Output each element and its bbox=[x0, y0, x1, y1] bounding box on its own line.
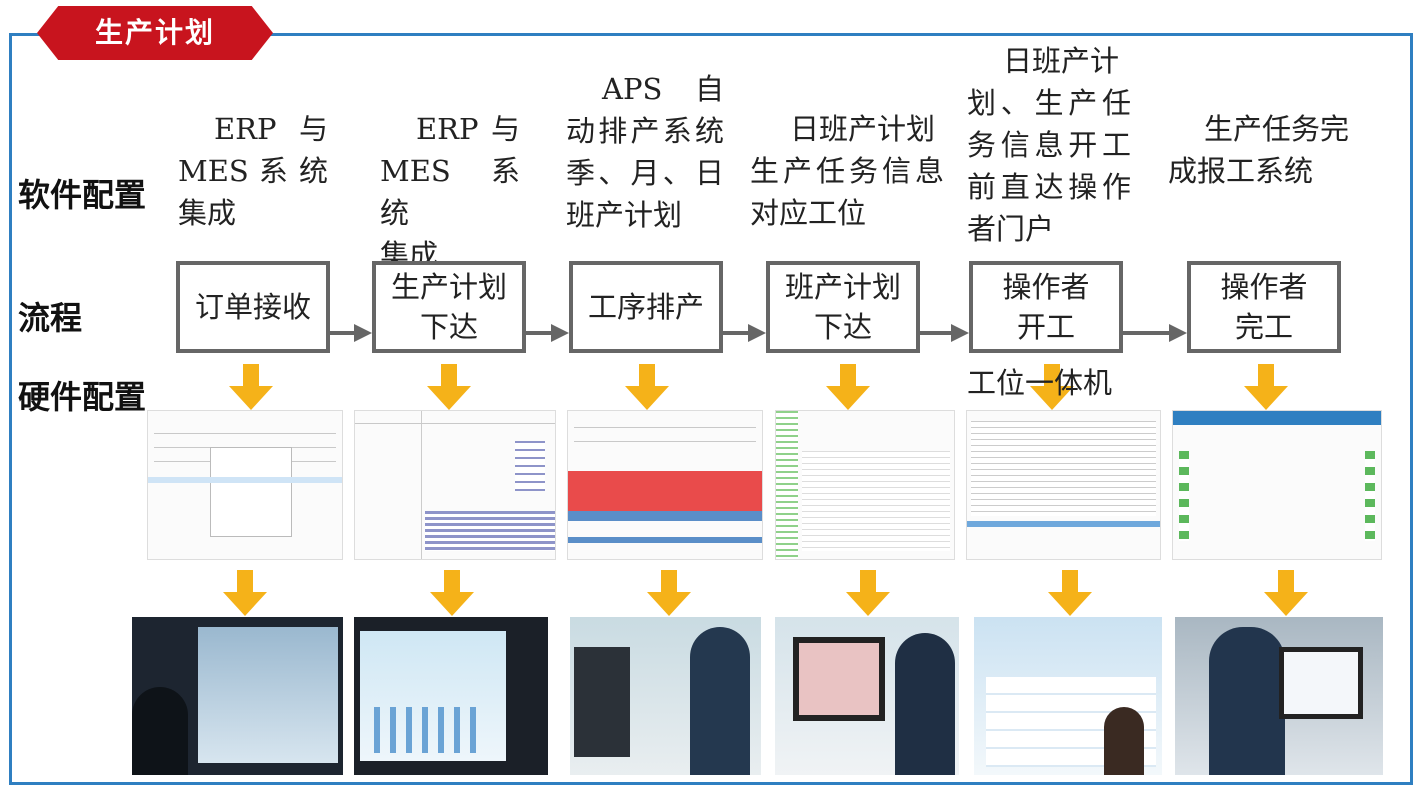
hardware-photo-5 bbox=[974, 617, 1162, 775]
process-step-3: 工序排产 bbox=[569, 261, 723, 353]
arrow-down-icon bbox=[430, 570, 474, 616]
software-screenshot-1 bbox=[147, 410, 343, 560]
hardware-photo-1 bbox=[132, 617, 343, 775]
software-screenshot-6 bbox=[1172, 410, 1382, 560]
software-screenshot-3 bbox=[567, 410, 763, 560]
arrow-down-icon bbox=[1264, 570, 1308, 616]
hardware-photo-2 bbox=[354, 617, 548, 775]
process-step-6: 操作者完工 bbox=[1187, 261, 1341, 353]
software-text-6: 生产任务完成报工系统 bbox=[1168, 112, 1350, 188]
software-text-4: 日班产计划生产任务信息对应工位 bbox=[750, 112, 944, 230]
software-text-5: 日班产计划、生产任务信息开工前直达操作者门户 bbox=[967, 44, 1131, 246]
arrow-right-icon bbox=[723, 324, 766, 342]
process-step-4: 班产计划下达 bbox=[766, 261, 920, 353]
arrow-down-icon bbox=[846, 570, 890, 616]
software-text-3: APS 自动排产系统季、月、日班产计划 bbox=[566, 72, 724, 232]
row-label-process: 流程 bbox=[18, 299, 83, 337]
hardware-photo-6 bbox=[1175, 617, 1383, 775]
arrow-right-icon bbox=[1123, 324, 1187, 342]
arrow-right-icon bbox=[920, 324, 969, 342]
hardware-label: 工位一体机 bbox=[967, 366, 1113, 400]
process-step-5: 操作者开工 bbox=[969, 261, 1123, 353]
arrow-down-icon bbox=[647, 570, 691, 616]
arrow-down-icon bbox=[427, 364, 471, 410]
arrow-down-icon bbox=[1048, 570, 1092, 616]
arrow-down-icon bbox=[826, 364, 870, 410]
arrow-down-icon bbox=[1030, 364, 1074, 410]
hardware-photo-4 bbox=[775, 617, 959, 775]
row-label-hardware: 硬件配置 bbox=[18, 378, 147, 416]
arrow-down-icon bbox=[223, 570, 267, 616]
diagram-frame bbox=[9, 33, 1413, 785]
software-screenshot-5 bbox=[966, 410, 1161, 560]
arrow-right-icon bbox=[330, 324, 372, 342]
process-step-2: 生产计划下达 bbox=[372, 261, 526, 353]
row-label-software: 软件配置 bbox=[18, 176, 147, 214]
software-screenshot-2 bbox=[354, 410, 556, 560]
section-tag: 生产计划 bbox=[37, 6, 273, 60]
arrow-down-icon bbox=[625, 364, 669, 410]
arrow-down-icon bbox=[1244, 364, 1288, 410]
software-screenshot-4 bbox=[775, 410, 955, 560]
arrow-right-icon bbox=[526, 324, 569, 342]
process-step-1: 订单接收 bbox=[176, 261, 330, 353]
arrow-down-icon bbox=[229, 364, 273, 410]
hardware-photo-3 bbox=[570, 617, 761, 775]
